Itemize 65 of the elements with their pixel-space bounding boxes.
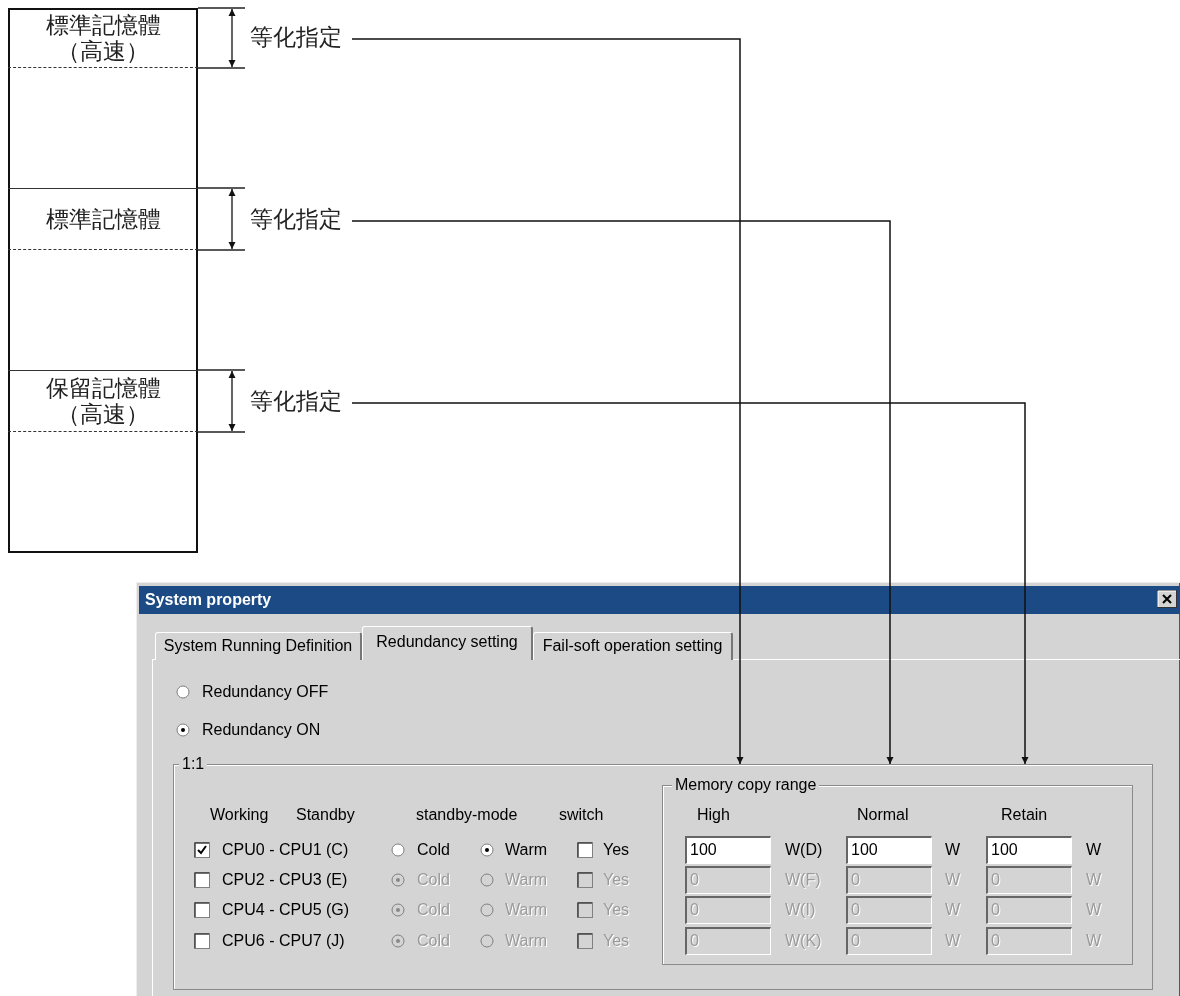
arrow <box>351 402 1029 765</box>
option-label: Redundancy ON <box>202 721 321 739</box>
tab: System Running Definition <box>155 632 362 660</box>
input-field: 100 <box>986 836 1072 864</box>
unit-label: W <box>1086 871 1102 889</box>
option-label: Yes <box>603 841 630 859</box>
option-label: CPU6 - CPU7 (J) <box>222 932 345 950</box>
option-label: Warm <box>505 871 548 889</box>
input-field: 0 <box>986 866 1072 894</box>
unit-label: W <box>945 901 961 919</box>
input-field: 100 <box>685 836 771 864</box>
column-header: Retain <box>1001 806 1048 824</box>
option-label: Cold <box>417 932 450 950</box>
column-header: Standby <box>296 806 355 824</box>
option-label: Yes <box>603 901 630 919</box>
unit-label: W <box>945 841 961 859</box>
column-header: Working <box>210 806 269 824</box>
column-header: Normal <box>857 806 909 824</box>
memory-segment: 標準記憶體（高速） <box>8 8 198 68</box>
window-title: System property <box>145 591 272 609</box>
unit-label: W <box>945 932 961 950</box>
unit-label: W(F) <box>785 871 821 889</box>
memory-map-box <box>8 8 198 553</box>
group-label: Memory copy range <box>672 776 820 794</box>
unit-label: W <box>1086 932 1102 950</box>
tab: Fail-soft operation setting <box>533 632 733 660</box>
unit-label: W <box>1086 901 1102 919</box>
option-label: Warm <box>505 932 548 950</box>
memory-segment: 保留記憶體（高速） <box>8 370 198 432</box>
input-field: 0 <box>846 866 932 894</box>
unit-label: W(D) <box>785 841 823 859</box>
option-label: Cold <box>417 871 450 889</box>
option-label: Warm <box>505 841 548 859</box>
unit-label: W <box>1086 841 1102 859</box>
dialog-window <box>136 582 1180 996</box>
annotation-text: 等化指定 <box>250 202 352 236</box>
option-label: CPU4 - CPU5 (G) <box>222 901 350 919</box>
option-label: Yes <box>603 871 630 889</box>
option-label: Yes <box>603 932 630 950</box>
memory-segment: 標準記憶體 <box>8 188 198 250</box>
option-label: Redundancy OFF <box>202 683 329 701</box>
option-label: CPU2 - CPU3 (E) <box>222 871 348 889</box>
column-header: High <box>697 806 730 824</box>
option-label: CPU0 - CPU1 (C) <box>222 841 349 859</box>
tab: Redundancy setting <box>362 626 533 660</box>
option-label: Warm <box>505 901 548 919</box>
unit-label: W <box>945 871 961 889</box>
option-label: Cold <box>417 841 450 859</box>
column-header: standby-mode <box>416 806 518 824</box>
arrow <box>351 38 744 765</box>
option-label: Cold <box>417 901 450 919</box>
input-field: 0 <box>846 927 932 955</box>
unit-label: W(K) <box>785 932 822 950</box>
input-field: 0 <box>685 927 771 955</box>
input-field: 0 <box>846 896 932 924</box>
input-field: 100 <box>846 836 932 864</box>
input-field: 0 <box>986 896 1072 924</box>
arrow <box>351 220 894 765</box>
input-field: 0 <box>986 927 1072 955</box>
input-field: 0 <box>685 866 771 894</box>
unit-label: W(I) <box>785 901 816 919</box>
annotation-text: 等化指定 <box>250 20 352 54</box>
annotation-text: 等化指定 <box>250 384 352 418</box>
column-header: switch <box>559 806 604 824</box>
input-field: 0 <box>685 896 771 924</box>
